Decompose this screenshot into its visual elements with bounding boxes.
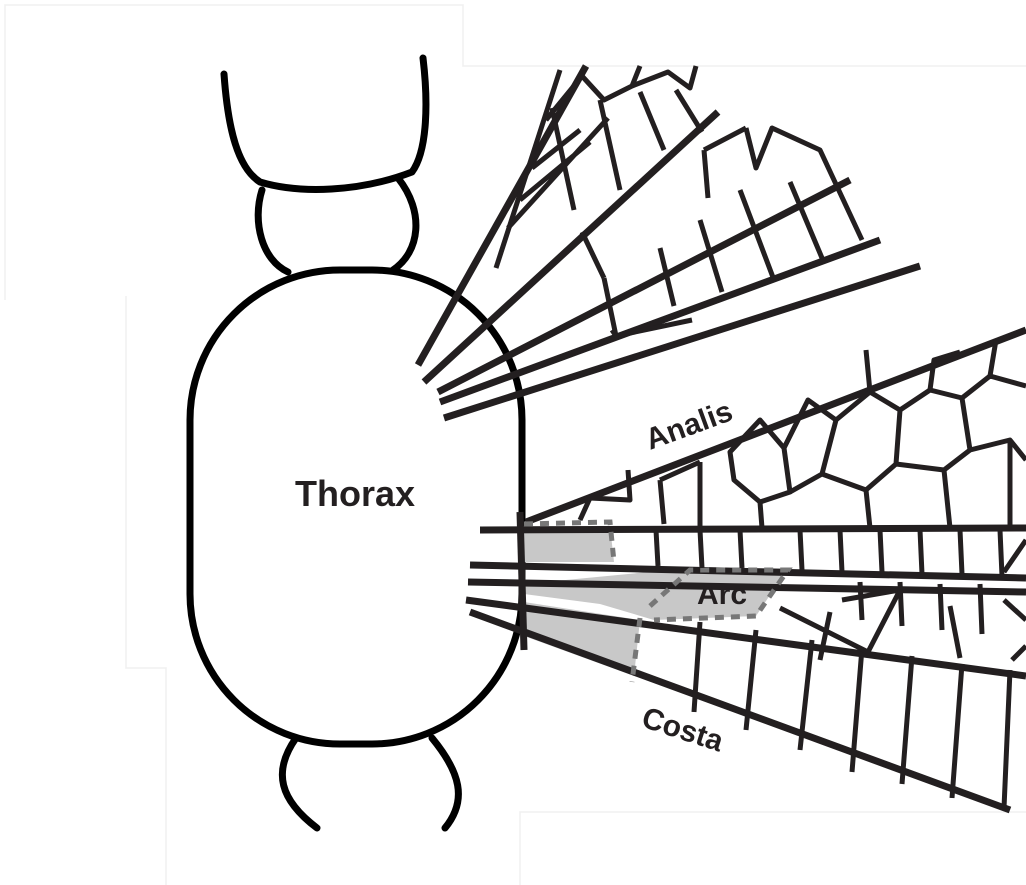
thorax-label: Thorax	[295, 473, 415, 514]
hind-wing	[466, 330, 1026, 810]
neck-segment	[224, 58, 426, 189]
arc-label: Arc	[697, 578, 747, 611]
fore-wing	[418, 66, 920, 418]
abdomen-segment	[282, 738, 458, 828]
costa-label: Costa	[638, 701, 728, 758]
costa-vein	[470, 612, 1010, 810]
analis-vein	[526, 330, 1026, 522]
body-outline	[190, 58, 522, 828]
scan-panel-edges	[5, 5, 1026, 885]
